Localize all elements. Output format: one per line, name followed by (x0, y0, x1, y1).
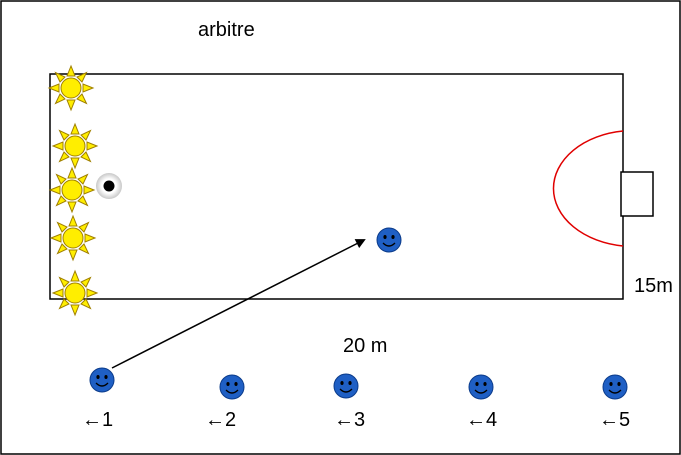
pass-arrow (111, 239, 366, 369)
player-label-2: ←2 (205, 409, 237, 431)
player-label-3: ←3 (334, 409, 366, 431)
sun-icon (48, 65, 94, 111)
width-label: 15m (634, 275, 673, 297)
smiley-icon (376, 227, 402, 253)
ball-icon (103, 180, 115, 192)
sun-icon (52, 270, 98, 316)
smiley-icon (602, 374, 628, 400)
sun-icon (50, 215, 96, 261)
goal-area-arc (552, 130, 624, 247)
player-label-4: ←4 (466, 409, 498, 431)
sun-icon (49, 167, 95, 213)
player-label-5: ←5 (599, 409, 631, 431)
sun-icon (52, 123, 98, 169)
field-outline (49, 73, 624, 300)
player-label-1: ←1 (82, 409, 114, 431)
length-label: 20 m (343, 335, 388, 357)
smiley-icon (468, 374, 494, 400)
smiley-icon (219, 374, 245, 400)
smiley-icon (89, 367, 115, 393)
goal (620, 171, 654, 217)
smiley-icon (333, 373, 359, 399)
referee-label: arbitre (198, 19, 255, 41)
